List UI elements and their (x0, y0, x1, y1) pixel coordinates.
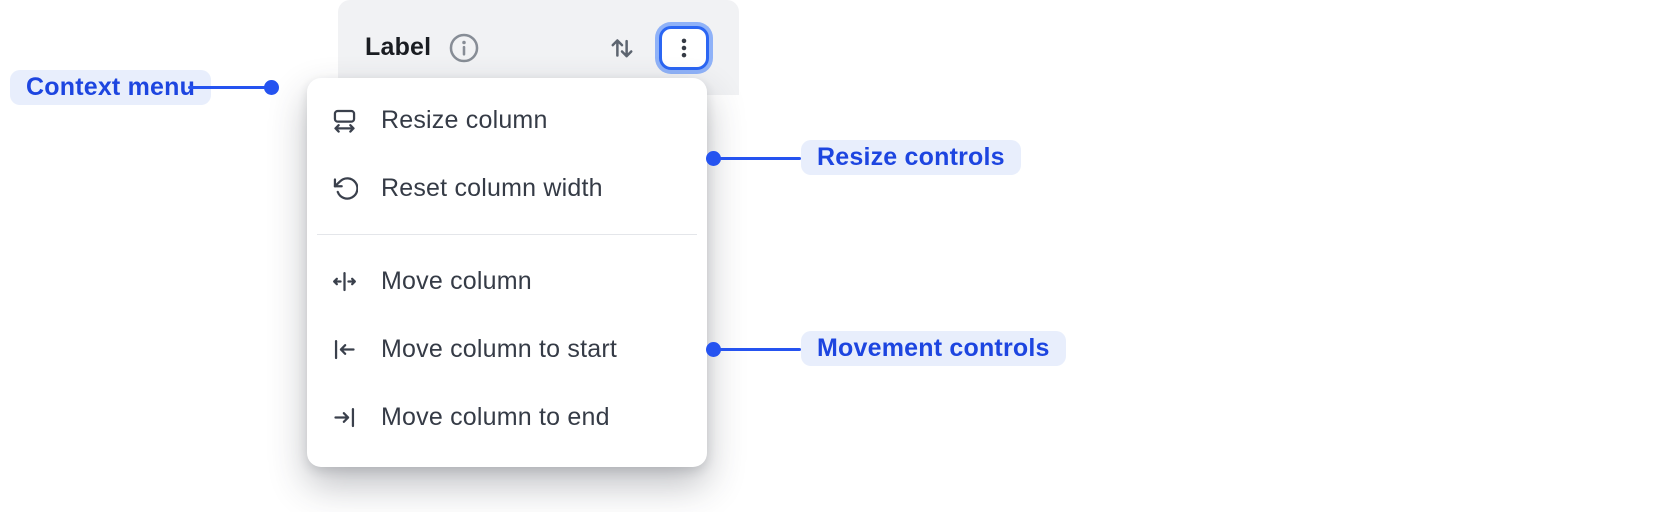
context-menu-annotation-label: Context menu (10, 70, 212, 105)
resize-column-icon (331, 107, 358, 134)
menu-item-label: Reset column width (381, 173, 603, 202)
menu-item-move-column-to-end[interactable]: Move column to end (307, 395, 707, 439)
menu-item-label: Move column to start (381, 334, 618, 363)
move-column-to-start-icon (331, 336, 358, 363)
sort-vertical-icon[interactable] (607, 33, 637, 63)
resize-controls-annotation-label: Resize controls (801, 140, 1021, 175)
menu-item-label: Move column to end (381, 402, 610, 431)
menu-item-move-column[interactable]: Move column (307, 259, 707, 303)
menu-item-label: Move column (381, 266, 532, 295)
movement-controls-connector-line (713, 347, 801, 351)
menu-item-label: Resize column (381, 105, 548, 134)
menu-item-move-column-to-start[interactable]: Move column to start (307, 327, 707, 371)
menu-divider (317, 234, 697, 235)
movement-controls-annotation-label: Movement controls (801, 331, 1066, 366)
kebab-menu-icon (671, 35, 697, 61)
move-column-icon (331, 268, 358, 295)
context-menu-connector-dot (264, 79, 279, 95)
menu-item-resize-column[interactable]: Resize column (307, 98, 707, 142)
column-menu-button[interactable] (659, 25, 709, 70)
reset-column-width-icon (331, 175, 358, 202)
column-context-menu: Resize column Reset column width Move co… (307, 78, 707, 467)
column-header-label: Label (365, 33, 432, 61)
context-menu-connector-line (188, 85, 266, 89)
info-icon[interactable] (447, 31, 481, 65)
resize-controls-connector-line (713, 156, 801, 160)
move-column-to-end-icon (331, 404, 358, 431)
menu-item-reset-column-width[interactable]: Reset column width (307, 166, 707, 210)
